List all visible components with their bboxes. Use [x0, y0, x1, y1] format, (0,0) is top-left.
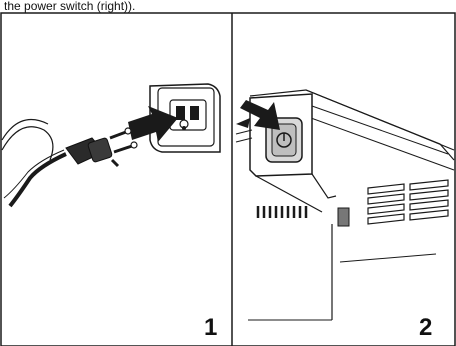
outlet-slot-right — [190, 106, 199, 120]
panel-1-drawing — [1, 83, 221, 208]
panel-2-drawing — [235, 89, 455, 321]
caption-text: the power switch (right)). — [4, 0, 136, 13]
vent-slots-right — [367, 179, 449, 225]
vent-slots-left — [256, 206, 308, 218]
arrow-to-outlet — [128, 106, 178, 142]
outlet-slot-left — [176, 106, 185, 120]
arrow-to-switch — [240, 100, 280, 130]
switch-on-printer — [337, 207, 350, 227]
panel-1-number: 1 — [204, 314, 218, 341]
figure-border — [0, 12, 456, 346]
panel-2-number: 2 — [419, 314, 433, 341]
power-plug — [65, 127, 138, 168]
power-cord — [8, 152, 67, 208]
